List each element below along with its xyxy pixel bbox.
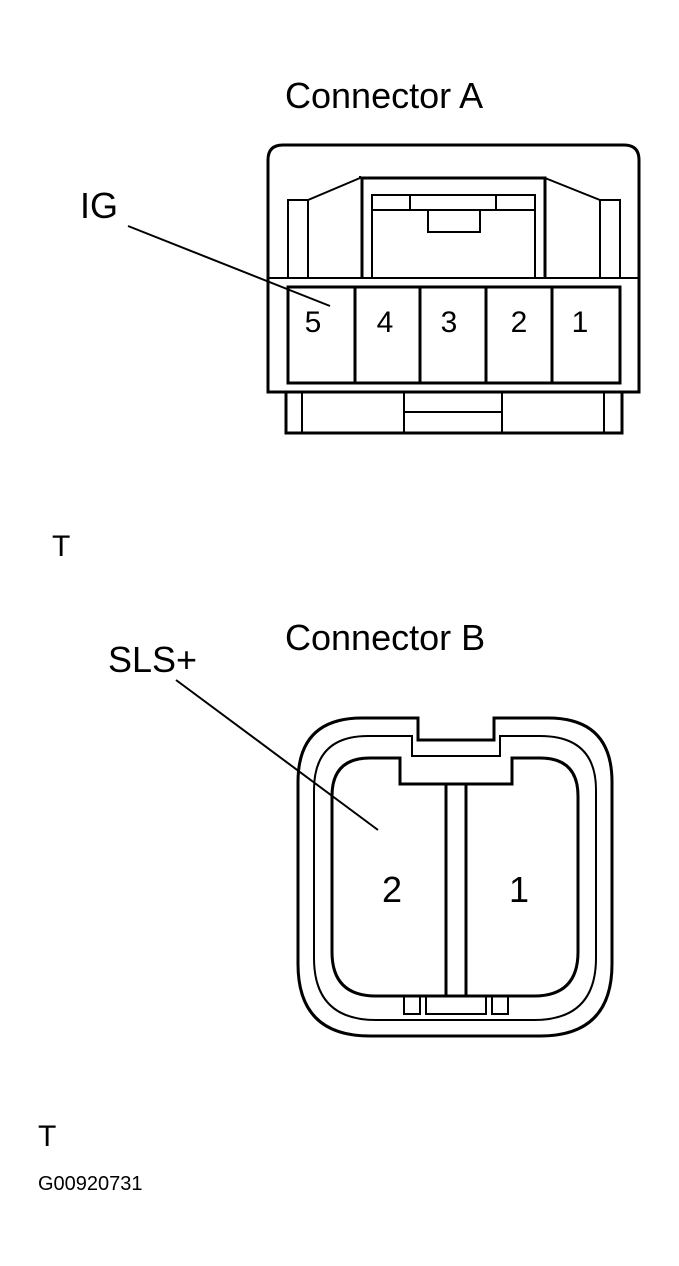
connector-a-latch-inner: [371, 194, 536, 278]
mark-top: T: [52, 530, 70, 563]
connector-b-title: Connector B: [285, 617, 485, 658]
connector-b-callout-sls: SLS+: [108, 639, 197, 680]
connector-b-leader-line: [175, 679, 379, 831]
connector-a-cavity-frame: [286, 285, 622, 385]
connector-a-pin-2: 2: [511, 306, 528, 339]
connector-b-cavity: [330, 756, 580, 998]
connector-a: Connector A 5 4 3 2 1 IG: [80, 75, 641, 435]
connector-a-pin-1: 1: [572, 306, 589, 339]
connector-b-pin-2: 2: [382, 869, 402, 910]
mark-bottom: T: [38, 1120, 56, 1153]
connector-a-leader-line: [127, 225, 331, 307]
connector-b-divider: [444, 782, 468, 998]
connector-a-shoulders: [287, 176, 621, 278]
connector-a-callout-ig: IG: [80, 185, 118, 226]
connector-a-skirt-detail: [301, 392, 605, 433]
connector-a-housing: [266, 143, 641, 394]
connector-a-latch: [360, 176, 547, 278]
connector-b-housing-ring: [313, 735, 597, 1021]
connector-a-pin-5: 5: [305, 306, 322, 339]
connector-b: Connector B 2 1 SLS+: [108, 617, 614, 1038]
connector-a-skirt: [284, 392, 624, 435]
figure-code: G00920731: [38, 1173, 143, 1195]
connector-b-pin-1: 1: [509, 869, 529, 910]
connector-a-pin-3: 3: [441, 306, 458, 339]
connector-a-pin-4: 4: [377, 306, 394, 339]
connector-b-bottom-tabs: [403, 996, 509, 1015]
connector-b-housing-outer: [296, 716, 614, 1038]
connector-a-title: Connector A: [285, 75, 483, 116]
